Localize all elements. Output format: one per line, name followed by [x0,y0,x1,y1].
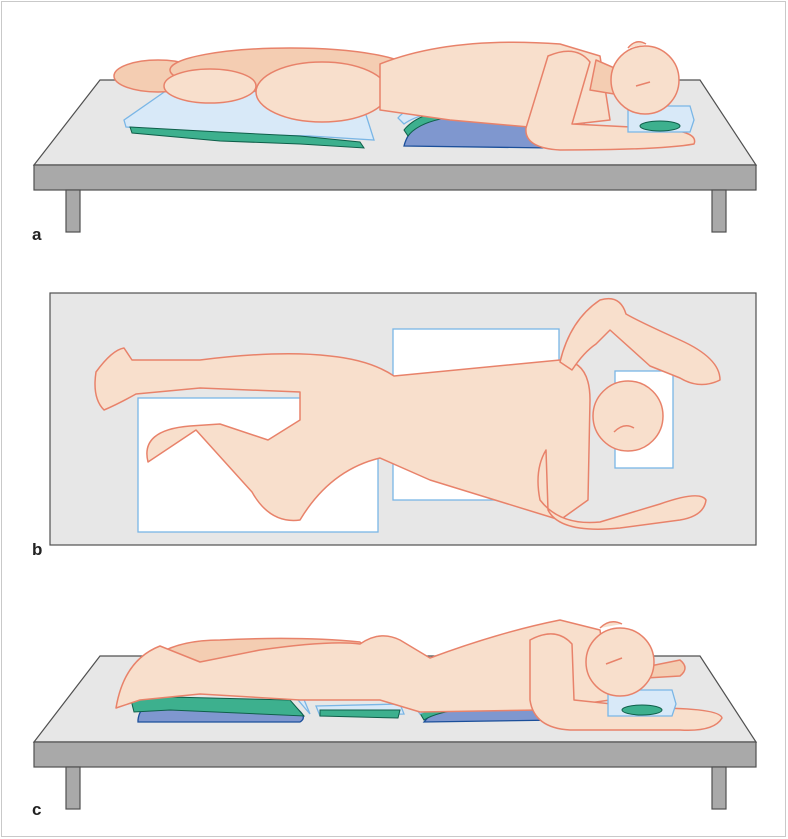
head-a [611,42,679,114]
head-b [593,381,663,451]
gel-head-ring-icon [640,121,680,131]
gel-head-ring-icon [622,705,662,715]
knee-pad-c [316,704,404,718]
panel-label-b: b [32,540,42,559]
panel-a [34,42,756,232]
panel-label-c: c [32,800,41,819]
panel-b [50,293,756,545]
panel-c [34,620,756,809]
panel-label-a: a [32,225,42,244]
